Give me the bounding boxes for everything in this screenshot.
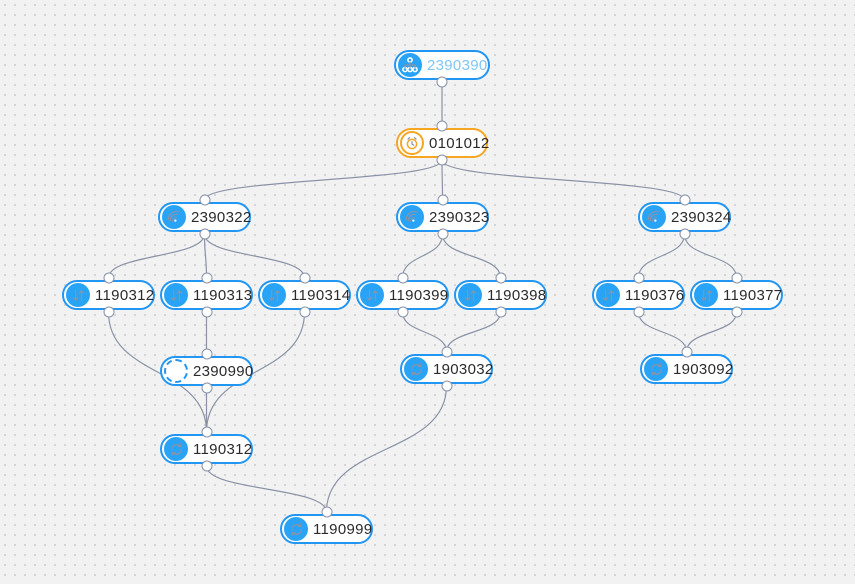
node-port-2390324-out[interactable] — [679, 228, 690, 240]
graph-node-2390324[interactable]: 2390324 — [638, 202, 731, 232]
node-label: 1190399 — [389, 286, 449, 304]
broadcast-icon — [642, 205, 666, 229]
graph-edge[interactable] — [401, 311, 448, 353]
node-port-1903032-in[interactable] — [441, 346, 452, 358]
graph-node-1190398[interactable]: 1190398 — [454, 280, 547, 310]
broadcast-icon — [162, 205, 186, 229]
node-port-1190376-in[interactable] — [633, 272, 644, 284]
node-port-1190398-out[interactable] — [495, 306, 506, 318]
node-port-2390990-out[interactable] — [201, 382, 212, 394]
alarm-clock-icon — [400, 131, 424, 155]
node-label: 1190312 — [193, 440, 253, 458]
graph-node-0101012[interactable]: 0101012 — [396, 128, 490, 158]
graph-node-2390990[interactable]: 2390990 — [160, 356, 253, 386]
graph-node-1190314[interactable]: 1190314 — [258, 280, 351, 310]
graph-node-1190313[interactable]: 1190313 — [160, 280, 253, 310]
node-port-2390323-in[interactable] — [437, 194, 448, 206]
node-port-0101012-out[interactable] — [436, 154, 448, 166]
node-port-1190376-out[interactable] — [633, 306, 644, 318]
graph-edge[interactable] — [637, 311, 688, 353]
transfer-icon — [458, 283, 482, 307]
node-port-1190314-in[interactable] — [299, 272, 310, 284]
node-port-0101012-in[interactable] — [436, 120, 448, 132]
node-port-1903092-in[interactable] — [681, 346, 692, 358]
node-label: 1190999 — [313, 520, 373, 538]
empty-circle-icon — [164, 359, 188, 383]
node-label: 2390323 — [429, 208, 490, 226]
graph-node-2390390[interactable]: 2390390 — [394, 50, 490, 80]
graph-edge[interactable] — [205, 311, 306, 433]
node-label: 1190314 — [291, 286, 351, 304]
node-port-2390322-out[interactable] — [199, 228, 210, 240]
node-port-1190312-out[interactable] — [201, 460, 212, 472]
graph-node-1903032[interactable]: 1903032 — [400, 354, 493, 384]
transfer-icon — [66, 283, 90, 307]
graph-edge[interactable] — [685, 311, 738, 353]
graph-edge[interactable] — [107, 311, 208, 433]
node-port-1190399-out[interactable] — [397, 306, 408, 318]
graph-node-2390322[interactable]: 2390322 — [158, 202, 251, 232]
graph-node-1190312[interactable]: 1190312 — [62, 280, 155, 310]
graph-edge[interactable] — [637, 233, 686, 279]
node-label: 2390324 — [671, 208, 732, 226]
graph-node-1190312[interactable]: 1190312 — [160, 434, 253, 464]
graph-edge[interactable] — [203, 159, 443, 201]
node-port-1190377-in[interactable] — [731, 272, 742, 284]
graph-edge[interactable] — [401, 233, 444, 279]
graph-edge[interactable] — [441, 159, 686, 201]
node-port-2390322-in[interactable] — [199, 194, 210, 206]
graph-edge[interactable] — [205, 465, 328, 513]
node-port-1190313-out[interactable] — [201, 306, 212, 318]
node-port-1190377-out[interactable] — [731, 306, 742, 318]
node-port-1190314-out[interactable] — [299, 306, 310, 318]
transfer-icon — [164, 283, 188, 307]
node-label: 2390990 — [193, 362, 254, 380]
node-port-2390990-in[interactable] — [201, 348, 212, 360]
node-port-1190312-in[interactable] — [201, 426, 212, 438]
graph-node-1190377[interactable]: 1190377 — [690, 280, 783, 310]
node-port-1190312-out[interactable] — [103, 306, 114, 318]
node-label: 1190377 — [723, 286, 783, 304]
hierarchy-icon — [398, 53, 422, 77]
node-port-2390323-out[interactable] — [437, 228, 448, 240]
node-label: 1190312 — [95, 286, 155, 304]
node-port-1190313-in[interactable] — [201, 272, 212, 284]
sync-icon — [284, 517, 308, 541]
sync-icon — [644, 357, 668, 381]
node-label: 1190398 — [487, 286, 547, 304]
transfer-icon — [596, 283, 620, 307]
node-label: 2390322 — [191, 208, 252, 226]
transfer-icon — [694, 283, 718, 307]
transfer-icon — [360, 283, 384, 307]
node-label: 1903032 — [433, 360, 494, 378]
graph-edge[interactable] — [445, 311, 502, 353]
graph-edge[interactable] — [441, 233, 502, 279]
broadcast-icon — [400, 205, 424, 229]
sync-icon — [404, 357, 428, 381]
graph-edge[interactable] — [107, 233, 206, 279]
graph-node-1190376[interactable]: 1190376 — [592, 280, 685, 310]
node-label: 2390390 — [427, 56, 488, 74]
graph-edge[interactable] — [683, 233, 738, 279]
node-port-2390324-in[interactable] — [679, 194, 690, 206]
graph-node-1190399[interactable]: 1190399 — [356, 280, 449, 310]
node-port-1190312-in[interactable] — [103, 272, 114, 284]
node-label: 1903092 — [673, 360, 734, 378]
node-port-1903032-out[interactable] — [441, 380, 452, 392]
node-label: 1190376 — [625, 286, 685, 304]
node-port-1190399-in[interactable] — [397, 272, 408, 284]
graph-node-1903092[interactable]: 1903092 — [640, 354, 733, 384]
graph-node-1190999[interactable]: 1190999 — [280, 514, 373, 544]
sync-icon — [164, 437, 188, 461]
graph-edge[interactable] — [203, 233, 306, 279]
node-port-1190999-in[interactable] — [321, 506, 332, 518]
graph-node-2390323[interactable]: 2390323 — [396, 202, 489, 232]
node-label: 1190313 — [193, 286, 253, 304]
node-label: 0101012 — [429, 134, 490, 152]
node-port-1190398-in[interactable] — [495, 272, 506, 284]
graph-edge[interactable] — [203, 233, 208, 279]
transfer-icon — [262, 283, 286, 307]
node-port-2390390-out[interactable] — [436, 76, 448, 88]
graph-edge[interactable] — [325, 385, 448, 513]
